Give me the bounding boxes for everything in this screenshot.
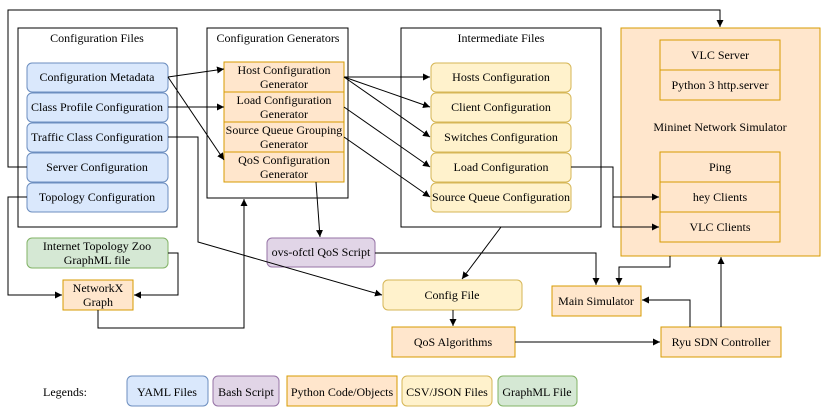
- load-configuration-generator[interactable]: Load Configuration Generator: [223, 91, 345, 123]
- configuration-generators-title: Configuration Generators: [217, 31, 340, 45]
- edges: [7, 9, 725, 346]
- internet-topology-zoo-file[interactable]: Internet Topology Zoo GraphML file: [26, 237, 169, 269]
- svg-text:Graph: Graph: [83, 295, 113, 309]
- svg-text:GraphML File: GraphML File: [502, 385, 571, 399]
- edge-sq-gen-to-sq: [343, 136, 431, 198]
- qos-algorithms[interactable]: QoS Algorithms: [391, 326, 516, 358]
- svg-text:Python Code/Objects: Python Code/Objects: [291, 385, 394, 399]
- svg-text:Generator: Generator: [260, 167, 308, 181]
- svg-text:Host Configuration: Host Configuration: [238, 63, 331, 77]
- svg-text:Internet Topology Zoo: Internet Topology Zoo: [43, 239, 151, 253]
- edge-zoo-to-networkx: [134, 252, 179, 299]
- svg-text:Generator: Generator: [260, 107, 308, 121]
- vlc-server[interactable]: VLC Server: [691, 48, 749, 62]
- client-configuration-file[interactable]: Client Configuration: [430, 92, 572, 123]
- hosts-configuration-file[interactable]: Hosts Configuration: [430, 62, 572, 93]
- svg-text:Ryu SDN Controller: Ryu SDN Controller: [672, 335, 771, 349]
- yaml-configuration-metadata[interactable]: Configuration Metadata: [26, 62, 169, 93]
- svg-text:NetworkX: NetworkX: [73, 281, 124, 295]
- svg-text:Server Configuration: Server Configuration: [46, 160, 148, 174]
- legend-title: Legends:: [43, 385, 87, 399]
- edge-metadata-to-qos-gen: [167, 76, 225, 161]
- edge-mininet-to-main-sim: [615, 256, 671, 285]
- svg-text:Configuration Metadata: Configuration Metadata: [40, 70, 156, 84]
- svg-text:Bash Script: Bash Script: [218, 385, 274, 399]
- edge-qos-gen-to-script: [315, 181, 323, 238]
- switches-configuration-file[interactable]: Switches Configuration: [430, 122, 572, 153]
- yaml-topology-configuration[interactable]: Topology Configuration: [26, 182, 169, 213]
- edge-host-gen-to-client: [343, 76, 431, 108]
- ryu-sdn-controller[interactable]: Ryu SDN Controller: [660, 326, 782, 358]
- svg-text:Generator: Generator: [260, 77, 308, 91]
- edge-load-to-hey-clients: [571, 166, 659, 201]
- vlc-clients[interactable]: VLC Clients: [689, 220, 750, 234]
- yaml-class-profile-configuration[interactable]: Class Profile Configuration: [26, 92, 169, 123]
- svg-text:Generator: Generator: [260, 137, 308, 151]
- vlc-server-stack: VLC Server Python 3 http.server: [659, 39, 781, 101]
- svg-text:Load Configuration: Load Configuration: [237, 93, 332, 107]
- networkx-graph[interactable]: NetworkX Graph: [62, 279, 134, 311]
- svg-text:Client Configuration: Client Configuration: [451, 100, 551, 114]
- edge-traffic-class-to-config-file: [168, 136, 383, 297]
- svg-text:GraphML file: GraphML file: [64, 253, 131, 267]
- yaml-traffic-class-configuration[interactable]: Traffic Class Configuration: [26, 122, 169, 153]
- configuration-files-title: Configuration Files: [50, 31, 144, 45]
- svg-text:YAML Files: YAML Files: [137, 385, 197, 399]
- edge-topology-to-networkx: [7, 196, 62, 299]
- source-queue-grouping-generator[interactable]: Source Queue Grouping Generator: [223, 121, 345, 153]
- host-configuration-generator[interactable]: Host Configuration Generator: [223, 61, 345, 93]
- intermediate-files-title: Intermediate Files: [458, 31, 545, 45]
- edge-load-to-vlc-clients: [612, 197, 659, 231]
- python-http-server[interactable]: Python 3 http.server: [672, 78, 769, 92]
- mininet-title: Mininet Network Simulator: [653, 120, 786, 134]
- svg-text:QoS Algorithms: QoS Algorithms: [414, 335, 493, 349]
- legend: Legends: YAML Files Bash Script Python C…: [43, 375, 578, 407]
- yaml-server-configuration[interactable]: Server Configuration: [26, 152, 169, 183]
- load-configuration-file[interactable]: Load Configuration: [430, 152, 572, 183]
- ovs-ofctl-qos-script[interactable]: ovs-ofctl QoS Script: [266, 237, 376, 268]
- edge-metadata-to-host-gen: [167, 66, 225, 78]
- svg-text:ovs-ofctl QoS Script: ovs-ofctl QoS Script: [272, 245, 371, 259]
- legend-python: Python Code/Objects: [286, 375, 398, 407]
- svg-text:Class Profile Configuration: Class Profile Configuration: [31, 100, 163, 114]
- svg-text:Main Simulator: Main Simulator: [558, 294, 634, 308]
- hey-clients[interactable]: hey Clients: [693, 190, 748, 204]
- svg-text:Config File: Config File: [424, 288, 479, 302]
- edge-networkx-to-generators: [97, 199, 248, 329]
- ping-client[interactable]: Ping: [709, 160, 731, 174]
- svg-text:Hosts Configuration: Hosts Configuration: [452, 70, 550, 84]
- edge-ryu-to-main-sim: [642, 296, 691, 327]
- svg-text:Source Queue Configuration: Source Queue Configuration: [432, 190, 570, 204]
- edge-script-to-main-sim: [375, 252, 600, 285]
- config-file[interactable]: Config File: [382, 279, 523, 311]
- clients-stack: Ping hey Clients VLC Clients: [659, 151, 781, 243]
- svg-text:Topology Configuration: Topology Configuration: [39, 190, 155, 204]
- legend-graphml: GraphML File: [497, 375, 578, 407]
- legend-yaml: YAML Files: [126, 375, 209, 407]
- svg-text:Source Queue Grouping: Source Queue Grouping: [226, 123, 343, 137]
- edge-host-gen-to-switches: [343, 76, 431, 138]
- svg-text:QoS Configuration: QoS Configuration: [238, 153, 330, 167]
- edge-server-config-to-mininet: [7, 9, 724, 168]
- source-queue-configuration-file[interactable]: Source Queue Configuration: [430, 182, 572, 213]
- legend-csv-json: CSV/JSON Files: [401, 375, 493, 407]
- svg-text:Load Configuration: Load Configuration: [454, 160, 549, 174]
- edge-load-gen-to-load: [343, 106, 431, 168]
- svg-text:Switches Configuration: Switches Configuration: [444, 130, 558, 144]
- qos-configuration-generator[interactable]: QoS Configuration Generator: [223, 151, 345, 183]
- legend-bash: Bash Script: [212, 375, 280, 407]
- svg-text:CSV/JSON Files: CSV/JSON Files: [406, 385, 488, 399]
- main-simulator[interactable]: Main Simulator: [551, 285, 642, 317]
- svg-text:Traffic Class Configuration: Traffic Class Configuration: [31, 130, 163, 144]
